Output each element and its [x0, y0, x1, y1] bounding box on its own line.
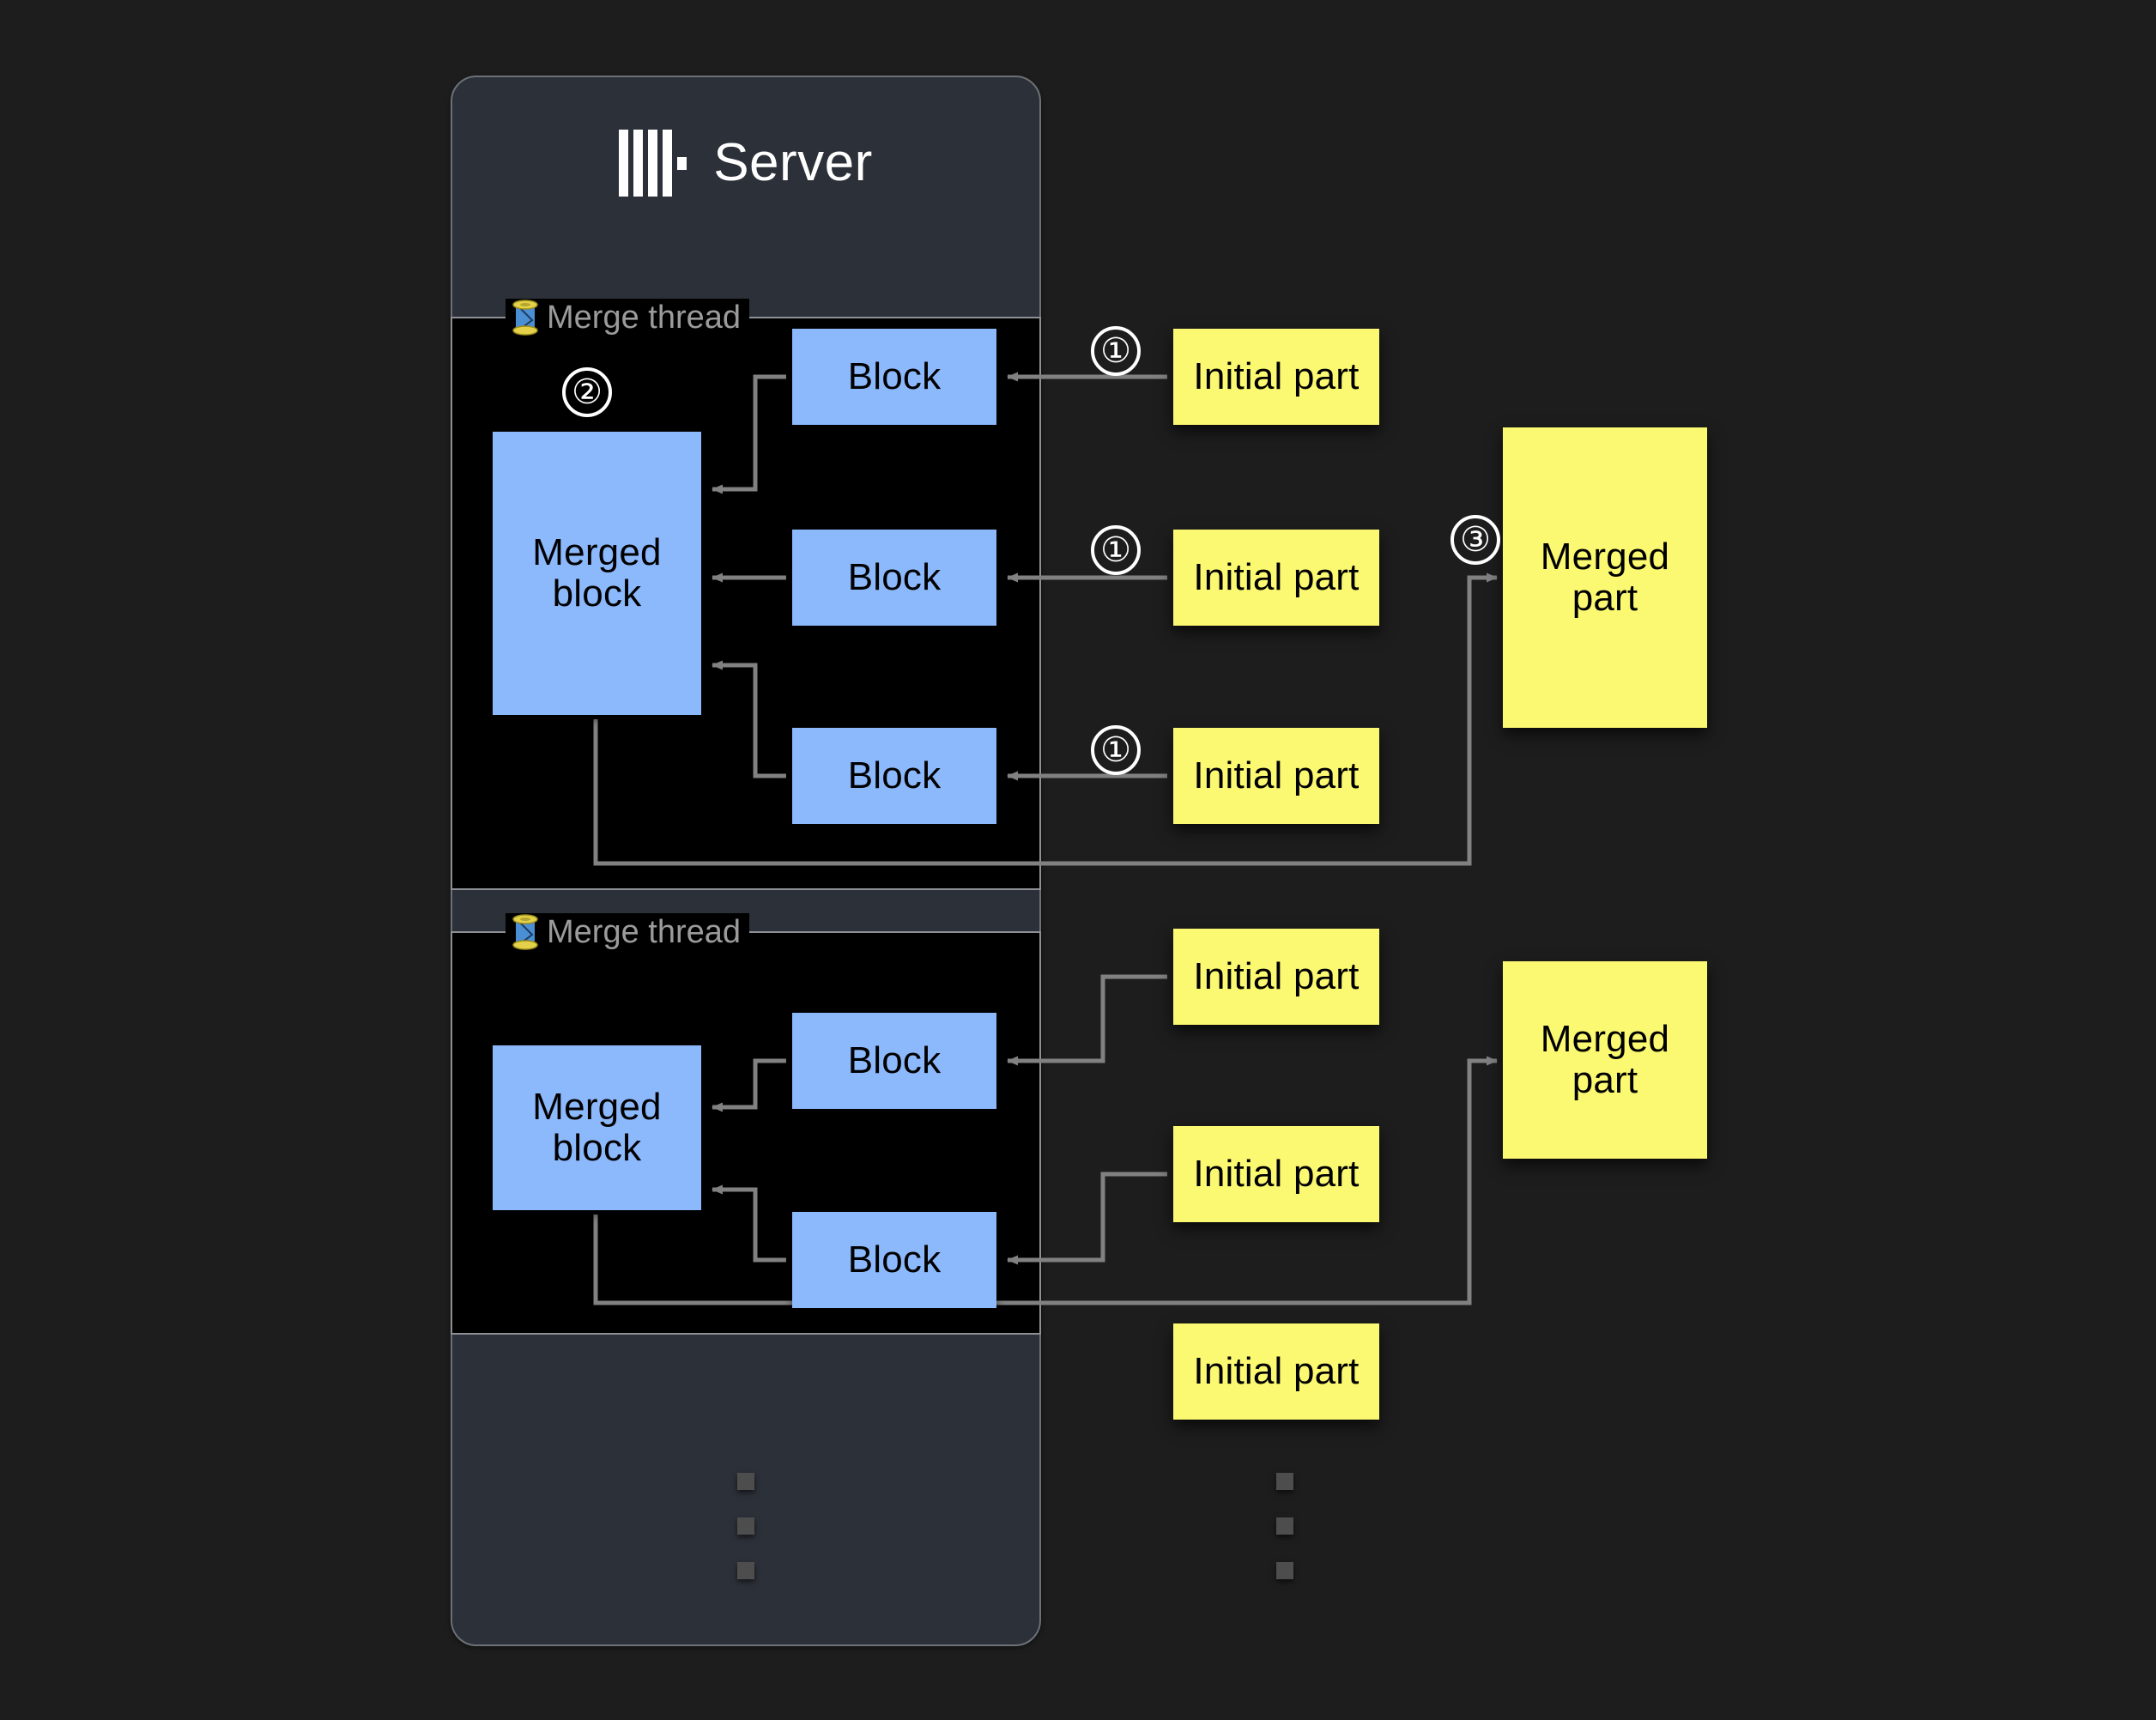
server-title: Server	[713, 133, 873, 192]
merged-part-box: Merged part	[1503, 961, 1707, 1159]
initial-part-box: Initial part	[1173, 1126, 1379, 1222]
initial-part-box: Initial part	[1173, 329, 1379, 425]
block-box: Block	[792, 728, 996, 824]
thread-spool-icon	[512, 914, 538, 950]
ellipsis-server	[737, 1473, 754, 1579]
server-header: Server	[451, 112, 1041, 215]
ellipsis-dot	[737, 1562, 754, 1579]
step-marker-1: ①	[1091, 326, 1141, 376]
merged-block-box: Merged block	[493, 1045, 701, 1210]
step-marker-2: ②	[562, 367, 612, 417]
initial-part-box: Initial part	[1173, 929, 1379, 1025]
block-box: Block	[792, 530, 996, 626]
ellipsis-dot	[1276, 1473, 1293, 1490]
merged-block-box: Merged block	[493, 432, 701, 715]
ellipsis-dot	[737, 1473, 754, 1490]
block-box: Block	[792, 329, 996, 425]
merge-thread-label-text: Merge thread	[547, 300, 742, 336]
step-marker-1: ①	[1091, 525, 1141, 575]
thread-spool-icon	[512, 300, 538, 336]
block-box: Block	[792, 1013, 996, 1109]
merge-thread-label-2: Merge thread	[506, 913, 750, 951]
merge-thread-label-text: Merge thread	[547, 914, 742, 950]
merge-thread-label-1: Merge thread	[506, 299, 750, 336]
merged-part-box: Merged part	[1503, 427, 1707, 728]
block-box: Block	[792, 1212, 996, 1308]
initial-part-box: Initial part	[1173, 728, 1379, 824]
initial-part-box: Initial part	[1173, 530, 1379, 626]
step-marker-1: ①	[1091, 725, 1141, 775]
ellipsis-dot	[737, 1517, 754, 1535]
initial-part-box: Initial part	[1173, 1323, 1379, 1420]
clickhouse-logo-icon	[619, 130, 687, 197]
step-marker-3: ③	[1450, 515, 1500, 565]
ellipsis-dot	[1276, 1562, 1293, 1579]
ellipsis-parts	[1276, 1473, 1293, 1579]
ellipsis-dot	[1276, 1517, 1293, 1535]
